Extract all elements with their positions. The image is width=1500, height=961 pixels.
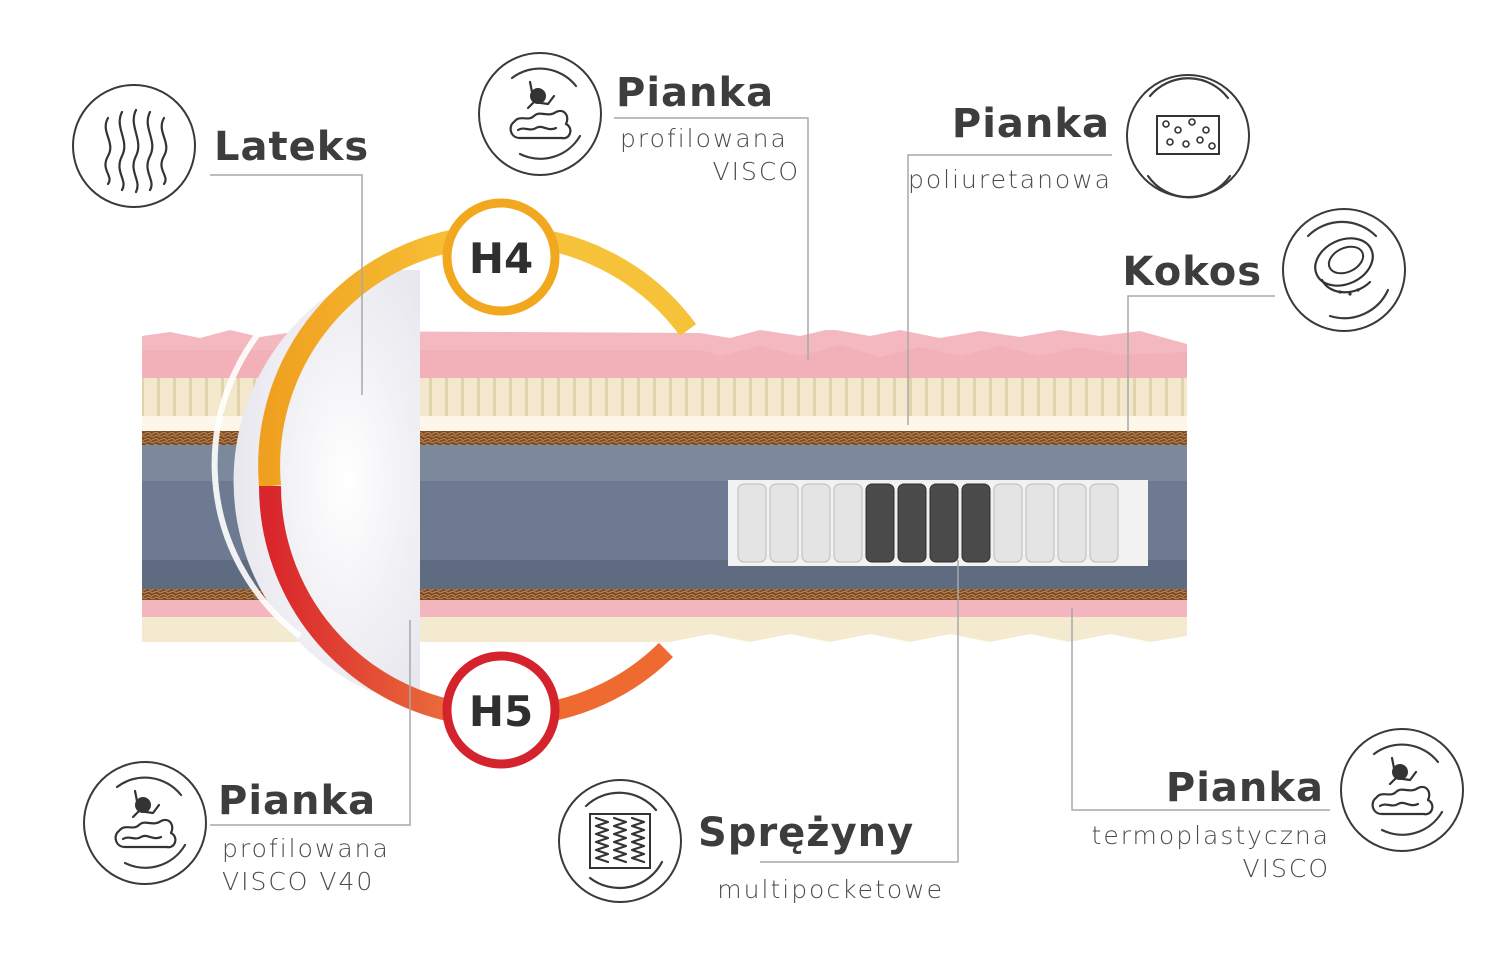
pocket-springs xyxy=(737,483,1119,563)
termo-title: Pianka xyxy=(1166,765,1324,811)
visco-top-line2: VISCO xyxy=(713,157,800,186)
leader-lines xyxy=(210,117,1330,863)
h4-label: H4 xyxy=(469,234,533,283)
kokos-title: Kokos xyxy=(1122,249,1262,295)
hand-press-icon xyxy=(1340,728,1464,852)
visco-top-title: Pianka xyxy=(616,70,774,116)
sprezyny-line1: multipocketowe xyxy=(717,875,944,904)
hand-press-icon xyxy=(478,52,602,176)
sprezyny-title: Sprężyny xyxy=(698,810,914,856)
firmness-h5-badge: H5 xyxy=(442,651,560,769)
label-poliuretan: Pianka poliuretanowa xyxy=(908,74,1250,199)
label-lateks: Lateks xyxy=(72,84,369,208)
label-kokos: Kokos xyxy=(1122,208,1406,332)
hand-press-icon xyxy=(83,761,207,885)
label-visco-bottom: Pianka profilowana VISCO V40 xyxy=(83,761,390,896)
poliuretan-title: Pianka xyxy=(952,101,1110,147)
label-sprezyny: Sprężyny multipocketowe xyxy=(558,779,944,904)
coconut-icon xyxy=(1282,208,1406,332)
visco-top-line1: profilowana xyxy=(620,124,788,153)
h5-label: H5 xyxy=(469,687,533,736)
poliuretan-line1: poliuretanowa xyxy=(908,165,1112,194)
termo-line2: VISCO xyxy=(1243,854,1330,883)
springs-icon xyxy=(558,779,682,903)
foam-cells-icon xyxy=(1126,74,1250,199)
visco-bottom-line2: VISCO V40 xyxy=(222,867,374,896)
label-termo: Pianka termoplastyczna VISCO xyxy=(1092,728,1464,883)
label-visco-top: Pianka profilowana VISCO xyxy=(478,52,800,186)
firmness-h4-badge: H4 xyxy=(442,198,560,316)
termo-line1: termoplastyczna xyxy=(1092,821,1330,850)
waves-icon xyxy=(72,84,196,208)
lateks-title: Lateks xyxy=(214,124,369,170)
visco-bottom-title: Pianka xyxy=(218,778,376,824)
visco-bottom-line1: profilowana xyxy=(222,834,390,863)
